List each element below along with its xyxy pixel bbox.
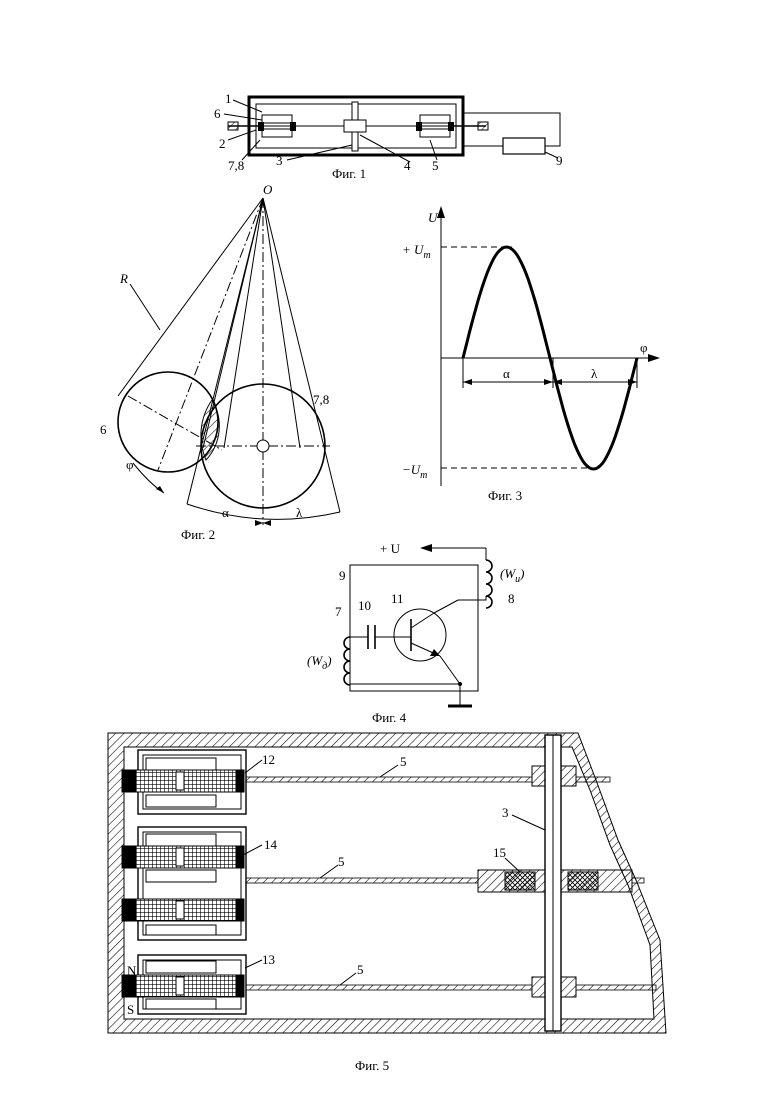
fig4-transistor-11 xyxy=(394,609,446,661)
block-12-magnet-pole xyxy=(122,770,136,792)
fig1-label-1: 1 xyxy=(225,91,232,106)
fig3-caption: Фиг. 3 xyxy=(488,488,522,503)
fig1-label-2: 2 xyxy=(219,136,226,151)
fig2-caption: Фиг. 2 xyxy=(181,527,215,542)
fig2-alpha-label: α xyxy=(222,505,229,520)
fig5-label-3: 3 xyxy=(502,805,509,820)
fig4-coil8-label: 8 xyxy=(508,591,515,606)
fig2-disc6-label: 6 xyxy=(100,422,107,437)
fig4-w-right-label: (Wи) xyxy=(500,566,525,585)
figure-5: 12 14 13 5 5 5 3 15 N S Фиг. 5 xyxy=(108,733,666,1073)
fig2-lambda-label: λ xyxy=(296,505,303,520)
figure-1: 1 6 2 7,8 3 4 5 9 Фиг. 1 xyxy=(214,91,563,181)
block-12-magnet-winding xyxy=(136,770,236,792)
fig5-caption: Фиг. 5 xyxy=(355,1058,389,1073)
fig4-w-left-label: (Wд) xyxy=(307,653,332,672)
fig3-y-axis-label: U xyxy=(428,210,439,225)
block-14-magnet-a-winding xyxy=(136,846,236,868)
block-14-magnet-b-winding xyxy=(136,899,236,921)
block-14-magnet-b-pole xyxy=(122,899,136,921)
fig1-caption: Фиг. 1 xyxy=(332,166,366,181)
fig5-label-14: 14 xyxy=(264,837,278,852)
fig1-block-9 xyxy=(503,138,545,154)
fig4-box-label: 9 xyxy=(339,568,346,583)
block-13-magnet-pole xyxy=(122,975,136,997)
fig1-label-5: 5 xyxy=(432,158,439,173)
fig5-label-5c: 5 xyxy=(357,962,364,977)
fig4-caption: Фиг. 4 xyxy=(372,710,407,725)
figure-4: + U 9 11 10 7 8 (Wд) (Wи) Фиг. 4 xyxy=(307,541,525,725)
fig4-coil-8 xyxy=(486,560,492,608)
fig5-label-S: S xyxy=(127,1002,134,1017)
fig3-alpha-label: α xyxy=(503,366,510,381)
fig4-transistor-label: 11 xyxy=(391,591,404,606)
fig4-coil-7 xyxy=(344,637,350,685)
block-13-magnet-winding xyxy=(136,975,236,997)
block-14-magnet-a-pole xyxy=(122,846,136,868)
fig2-radius-label: R xyxy=(119,271,128,286)
fig4-capacitor-label: 10 xyxy=(358,598,371,613)
fig5-label-5b: 5 xyxy=(338,854,345,869)
fig5-label-13: 13 xyxy=(262,952,275,967)
figure-2: O R 6 7,8 φ α λ Фиг. 2 xyxy=(100,182,340,542)
fig3-x-axis-label: φ xyxy=(640,340,648,355)
fig5-label-5a: 5 xyxy=(400,754,407,769)
fig2-disc78-label: 7,8 xyxy=(313,392,329,407)
fig4-coil7-label: 7 xyxy=(335,604,342,619)
fig3-pos-max-label: + Um xyxy=(402,242,431,261)
figure-3: U + Um −Um φ α λ Фиг. 3 xyxy=(402,206,660,503)
fig1-label-4: 4 xyxy=(404,158,411,173)
fig3-lambda-label: λ xyxy=(591,366,598,381)
fig1-label-6: 6 xyxy=(214,106,221,121)
fig3-neg-max-label: −Um xyxy=(402,462,427,481)
fig1-label-3: 3 xyxy=(276,153,283,168)
fig2-phi-label: φ xyxy=(126,457,134,472)
fig5-label-15: 15 xyxy=(493,845,506,860)
fig5-label-N: N xyxy=(127,963,137,978)
fig2-origin-label: O xyxy=(263,182,273,197)
fig4-supply-label: + U xyxy=(380,541,401,556)
fig1-label-78: 7,8 xyxy=(228,158,244,173)
fig1-label-9: 9 xyxy=(556,153,563,168)
fig5-label-12: 12 xyxy=(262,752,275,767)
